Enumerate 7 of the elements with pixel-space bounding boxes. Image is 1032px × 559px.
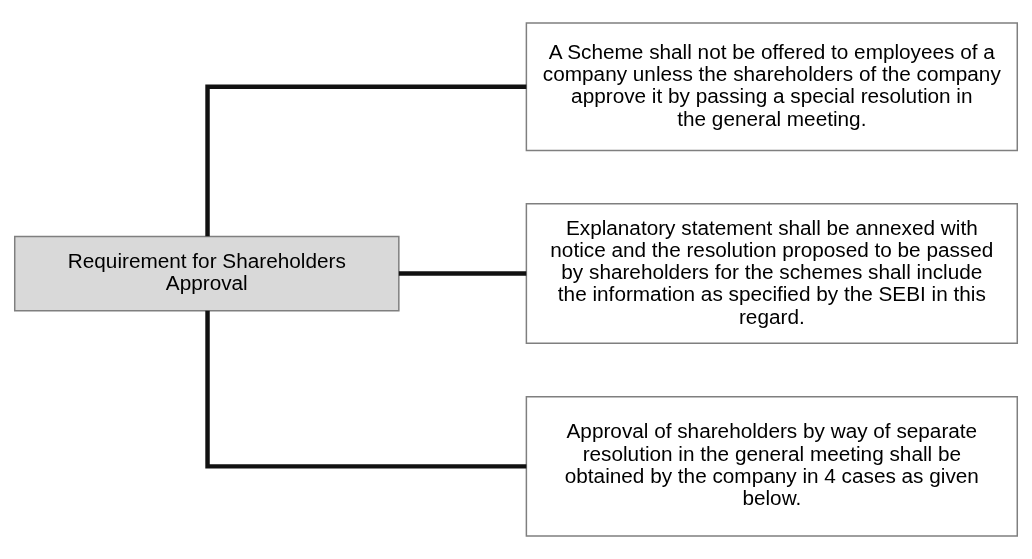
node-box: Requirement for Shareholders Approval bbox=[14, 235, 400, 312]
node-box: Approval of shareholders by way of separate resolution in the general meeting shall be obtained by the company in 4 cases as given below. bbox=[525, 395, 1018, 537]
node-box: A Scheme shall not be offered to employees of a company unless the shareholders of the company approve it by passing a special resolution in the general meeting. bbox=[525, 22, 1018, 152]
connector bbox=[205, 84, 527, 237]
connector bbox=[398, 271, 527, 276]
node-box: Explanatory statement shall be annexed with notice and the resolution proposed to be passed by shareholders for the schemes shall include the information as specified by the SEBI in this regard. bbox=[525, 203, 1018, 344]
connector bbox=[205, 310, 527, 469]
